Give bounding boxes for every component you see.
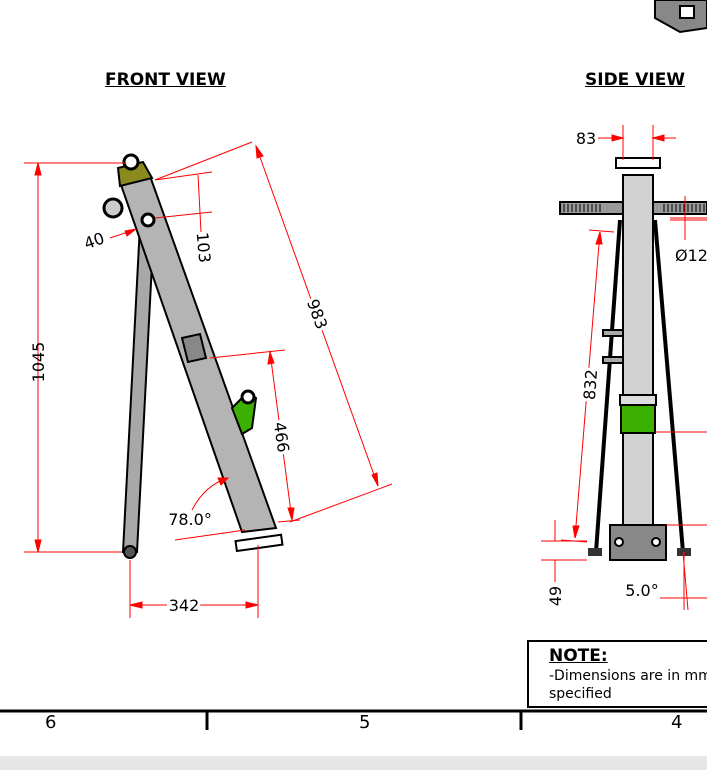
zone-label-4: 4 [671, 712, 683, 733]
dim-length: 983 [303, 297, 331, 332]
drawing-border [0, 709, 707, 730]
dim-leg: 832 [580, 369, 601, 401]
dim-side-angle: 5.0° [625, 581, 658, 600]
dim-mid: 466 [270, 421, 293, 454]
dim-top-width: 83 [576, 129, 596, 148]
dim-angle: 78.0° [168, 510, 212, 529]
viewer-footer-bar [0, 756, 707, 770]
rear-leg [121, 224, 156, 553]
note-box: NOTE: -Dimensions are in mm specified [527, 640, 707, 708]
note-line-1: -Dimensions are in mm [549, 668, 707, 684]
zone-label-6: 6 [45, 712, 57, 733]
dim-small: 40 [81, 228, 107, 253]
note-line-2: specified [549, 686, 612, 702]
dim-width: 342 [169, 596, 200, 615]
front-view-title: FRONT VIEW [105, 70, 226, 90]
zone-label-5: 5 [359, 712, 371, 733]
iso-thumbnail [654, 0, 707, 34]
dim-foot: 49 [546, 586, 565, 606]
dim-offset: 103 [193, 231, 215, 263]
side-view-title: SIDE VIEW [585, 70, 686, 90]
note-title: NOTE: [549, 646, 608, 666]
side-view-drawing: 83 Ø12 832 49 5.0° [541, 125, 707, 611]
dim-height: 1045 [29, 342, 48, 383]
dim-diameter: Ø12 [675, 246, 707, 265]
front-view-drawing: 1045 342 983 466 103 40 78.0° [24, 141, 393, 618]
